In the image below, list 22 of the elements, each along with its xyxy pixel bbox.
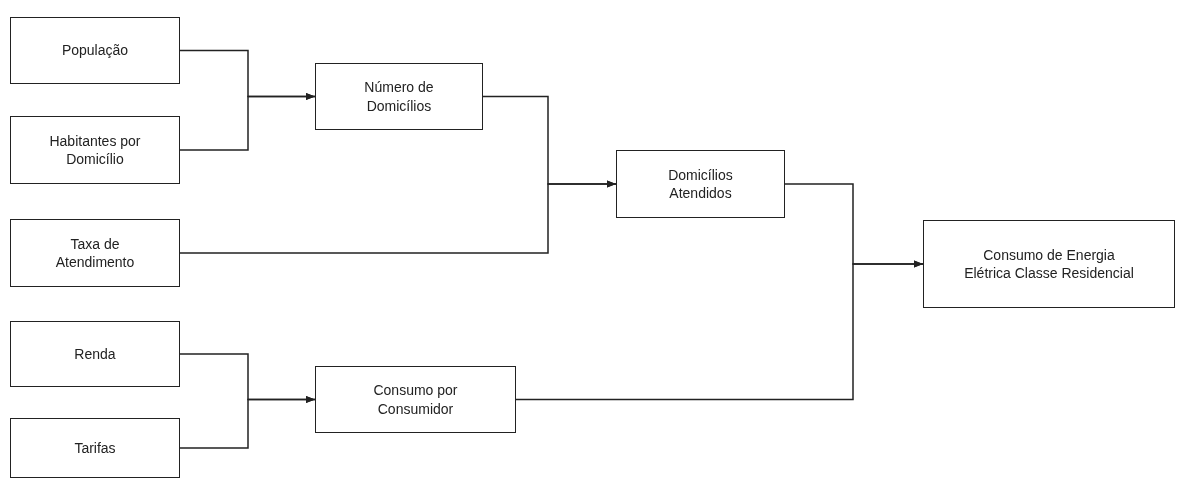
box-label: Consumo de Energia Elétrica Classe Residencial <box>964 245 1134 283</box>
process-box <box>923 220 1175 308</box>
process-box <box>10 418 180 478</box>
box-label: Consumo por Consumidor <box>372 381 459 418</box>
process-box <box>315 63 483 130</box>
connector-arrow <box>179 92 316 151</box>
connector-arrow <box>515 260 924 401</box>
process-box <box>315 366 516 433</box>
box-label: Domicílios Atendidos <box>667 165 734 203</box>
box-label: População <box>61 41 129 60</box>
box-label: Taxa de Atendimento <box>54 234 136 272</box>
process-box <box>10 321 180 387</box>
box-label: Renda <box>74 344 116 364</box>
connector-arrow <box>179 180 617 254</box>
process-box <box>10 219 180 287</box>
box-label: Tarifas <box>74 438 116 458</box>
process-box <box>10 116 180 184</box>
connector-arrow <box>179 395 316 449</box>
process-box <box>616 150 785 218</box>
process-box <box>10 17 180 84</box>
box-label: Habitantes por Domicílio <box>48 131 142 169</box>
box-label: Número de Domicílios <box>363 78 435 115</box>
